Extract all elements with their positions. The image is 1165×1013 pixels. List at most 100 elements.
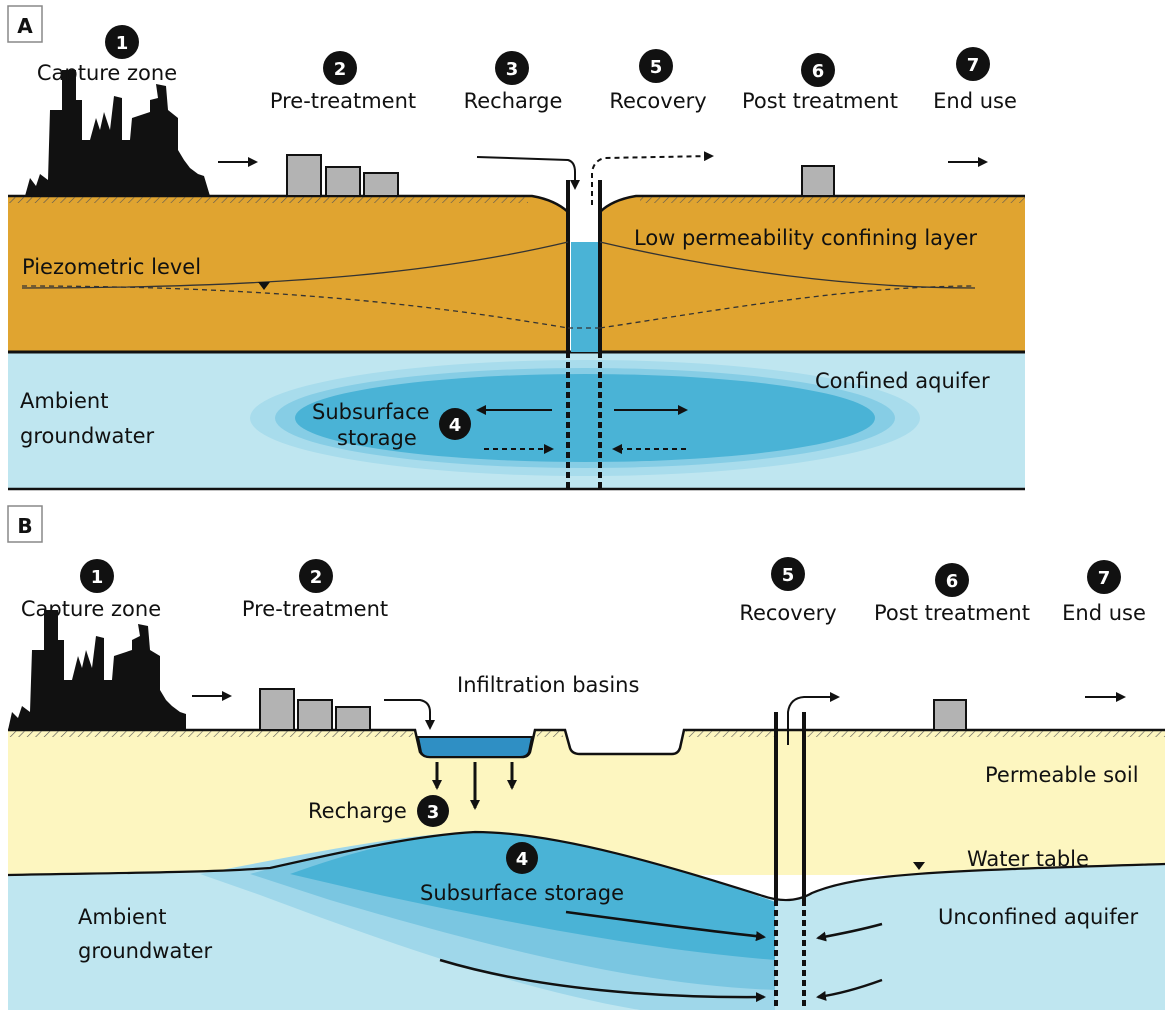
step-number: 1 xyxy=(91,567,104,588)
storage-label-a-line-1: Subsurface xyxy=(312,400,430,424)
infiltration-basin-water xyxy=(416,736,534,758)
ambient-groundwater-b-line-1: Ambient xyxy=(78,905,166,929)
pretreatment-building-2-b xyxy=(297,699,333,731)
step-label: Pre-treatment xyxy=(242,597,388,621)
step-label: End use xyxy=(933,89,1017,113)
step-label: End use xyxy=(1062,601,1146,625)
city-silhouette-b xyxy=(8,610,186,730)
ground-surface-a-left xyxy=(8,194,569,213)
piezometric-level-marker xyxy=(258,282,270,290)
flow-to-well-arrow-1 xyxy=(565,910,766,942)
posttreatment-building-b xyxy=(933,699,967,731)
step-label: Recovery xyxy=(739,601,836,625)
step-5-b: 5 Recovery xyxy=(739,557,837,625)
step-badge xyxy=(1087,560,1121,594)
step-badge-4-a xyxy=(439,408,471,440)
storage-label-b: Subsurface storage xyxy=(420,881,624,905)
step-label: Capture zone xyxy=(37,61,177,85)
step-badge xyxy=(801,53,835,87)
step-badge xyxy=(495,51,529,85)
step-badge xyxy=(956,47,990,81)
city-silhouette-a xyxy=(25,70,210,196)
step-number: 7 xyxy=(967,55,980,76)
confined-aquifer-label: Confined aquifer xyxy=(815,369,990,393)
ground-hatch-b-3 xyxy=(686,731,774,737)
step-number: 2 xyxy=(310,567,323,588)
step-label: Capture zone xyxy=(21,597,161,621)
step-1-b: 1 Capture zone xyxy=(21,559,161,621)
ground-hatch-b-1 xyxy=(8,731,413,737)
step-number: 5 xyxy=(782,565,795,586)
panel-a-tag-box xyxy=(7,5,43,43)
water-table-line xyxy=(7,830,1165,902)
pretreatment-building-3-a xyxy=(363,172,399,197)
step-2-b: 2 Pre-treatment xyxy=(242,559,388,621)
pretreatment-building-3-b xyxy=(335,706,371,731)
step-badge xyxy=(639,49,673,83)
step-badge-3-b xyxy=(417,795,449,827)
step-label: Recovery xyxy=(609,89,706,113)
well-water-a xyxy=(571,242,598,352)
step-badge xyxy=(80,559,114,593)
step-label: Pre-treatment xyxy=(270,89,416,113)
ground-hatch-b-4 xyxy=(806,731,1165,737)
ground-hatch-a-right xyxy=(640,197,1025,203)
subsurface-storage-a xyxy=(295,374,875,462)
step-3-a: 3 Recharge xyxy=(464,51,562,113)
piezometric-drawdown xyxy=(21,285,976,329)
ground-hatch-a-left xyxy=(8,197,528,203)
step-badge xyxy=(299,559,333,593)
step-6-b: 6 Post treatment xyxy=(874,563,1030,625)
step-label: Post treatment xyxy=(874,601,1030,625)
step-number: 7 xyxy=(1098,568,1111,589)
water-table-marker xyxy=(913,862,925,870)
step-number-4-b: 4 xyxy=(516,849,529,870)
ambient-groundwater-b-line-2: groundwater xyxy=(78,939,212,963)
storage-label-a-line-2: storage xyxy=(337,426,417,450)
recharge-arrow-b xyxy=(384,699,435,730)
step-badge xyxy=(323,51,357,85)
unconfined-aquifer-label: Unconfined aquifer xyxy=(938,905,1139,929)
step-badge xyxy=(105,25,139,59)
step-2-a: 2 Pre-treatment xyxy=(270,51,416,113)
ambient-groundwater-a-line-1: Ambient xyxy=(20,389,108,413)
confining-layer-label: Low permeability confining layer xyxy=(634,226,977,250)
step-number: 1 xyxy=(116,33,129,54)
step-number: 3 xyxy=(506,59,519,80)
recovery-arrow-b xyxy=(787,692,840,745)
panel-a: A xyxy=(7,5,1025,491)
water-table-label: Water table xyxy=(967,847,1089,871)
piezometric-level-label: Piezometric level xyxy=(22,255,201,279)
ambient-groundwater-a-line-2: groundwater xyxy=(20,424,154,448)
flow-to-well-arrow-3 xyxy=(816,922,883,942)
panel-b-tag-box xyxy=(7,505,43,543)
step-number: 5 xyxy=(650,57,663,78)
recharge-arrow-a xyxy=(476,156,580,190)
pretreatment-building-2-a xyxy=(325,166,361,197)
step-label: Post treatment xyxy=(742,89,898,113)
confining-layer-right xyxy=(600,196,1025,352)
step-number: 6 xyxy=(946,571,959,592)
infiltration-basins-label: Infiltration basins xyxy=(457,673,639,697)
permeable-soil-label: Permeable soil xyxy=(985,763,1139,787)
recharge-label-b: Recharge xyxy=(308,799,407,823)
confining-layer xyxy=(8,196,568,352)
step-number-3-b: 3 xyxy=(427,802,440,823)
step-badge xyxy=(771,557,805,591)
step-7-b: 7 End use xyxy=(1062,560,1146,625)
pretreatment-building-1-a xyxy=(286,154,322,197)
step-number: 2 xyxy=(334,59,347,80)
step-number: 6 xyxy=(812,61,825,82)
panel-b: B xyxy=(7,505,1165,1010)
ground-surface-a-right xyxy=(599,194,1025,213)
posttreatment-building-a xyxy=(801,165,835,197)
step-number-4-a: 4 xyxy=(449,415,462,436)
step-1-a: 1 Capture zone xyxy=(37,25,177,85)
step-7-a: 7 End use xyxy=(933,47,1017,113)
panel-b-tag: B xyxy=(17,514,32,538)
step-badge-4-b xyxy=(506,842,538,874)
step-6-a: 6 Post treatment xyxy=(742,53,898,113)
permeable-soil xyxy=(8,730,1165,875)
pretreatment-building-1-b xyxy=(259,688,295,731)
